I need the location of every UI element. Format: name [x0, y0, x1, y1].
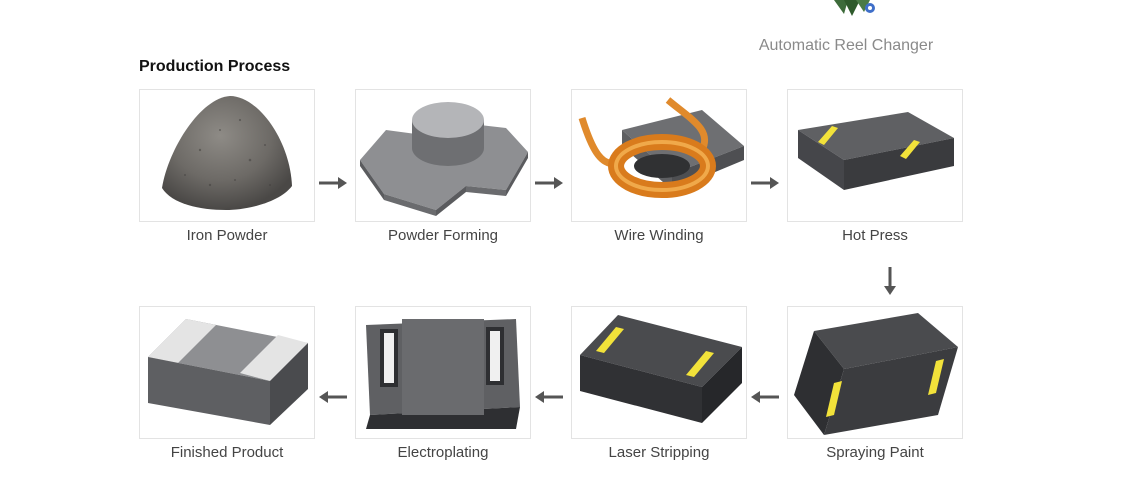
step-label: Iron Powder — [186, 227, 268, 244]
step-iron-powder: Iron Powder — [139, 89, 315, 245]
arrow-left-icon — [319, 391, 347, 403]
iron-powder-image — [162, 96, 292, 210]
arrow-down-icon — [884, 267, 896, 295]
step-powder-forming: Powder Forming — [355, 89, 531, 245]
step-image-frame — [139, 306, 315, 439]
step-image-frame — [787, 306, 963, 439]
step-electroplating: Electroplating — [355, 306, 531, 462]
step-hot-press: Hot Press — [787, 89, 963, 245]
step-label: Hot Press — [842, 227, 908, 244]
step-image-frame — [355, 89, 531, 222]
reel-changer-icon — [834, 0, 875, 16]
electroplating-image — [366, 319, 520, 429]
step-image-frame — [571, 306, 747, 439]
step-image-frame — [787, 89, 963, 222]
step-finished-product: Finished Product — [139, 306, 315, 462]
step-image-frame — [355, 306, 531, 439]
hot-press-image — [798, 112, 954, 190]
arrow-right-icon — [535, 177, 563, 189]
step-spraying-paint: Spraying Paint — [787, 306, 963, 462]
step-label: Finished Product — [170, 444, 284, 461]
powder-forming-image — [360, 102, 528, 216]
step-label: Laser Stripping — [608, 444, 710, 461]
step-wire-winding: Wire Winding — [571, 89, 747, 245]
finished-product-image — [148, 319, 308, 425]
step-laser-stripping: Laser Stripping — [571, 306, 747, 462]
spraying-paint-image — [794, 313, 958, 435]
arrow-left-icon — [535, 391, 563, 403]
step-label: Powder Forming — [387, 227, 499, 244]
laser-stripping-image — [580, 315, 742, 423]
arrow-right-icon — [319, 177, 347, 189]
reel-changer-caption: Automatic Reel Changer — [758, 37, 934, 54]
step-label: Wire Winding — [614, 227, 704, 244]
arrow-right-icon — [751, 177, 779, 189]
step-label: Spraying Paint — [826, 444, 924, 461]
step-image-frame — [139, 89, 315, 222]
step-image-frame — [571, 89, 747, 222]
step-label: Electroplating — [397, 444, 489, 461]
arrow-left-icon — [751, 391, 779, 403]
page-title: Production Process — [139, 58, 291, 75]
wire-winding-image — [578, 97, 744, 198]
